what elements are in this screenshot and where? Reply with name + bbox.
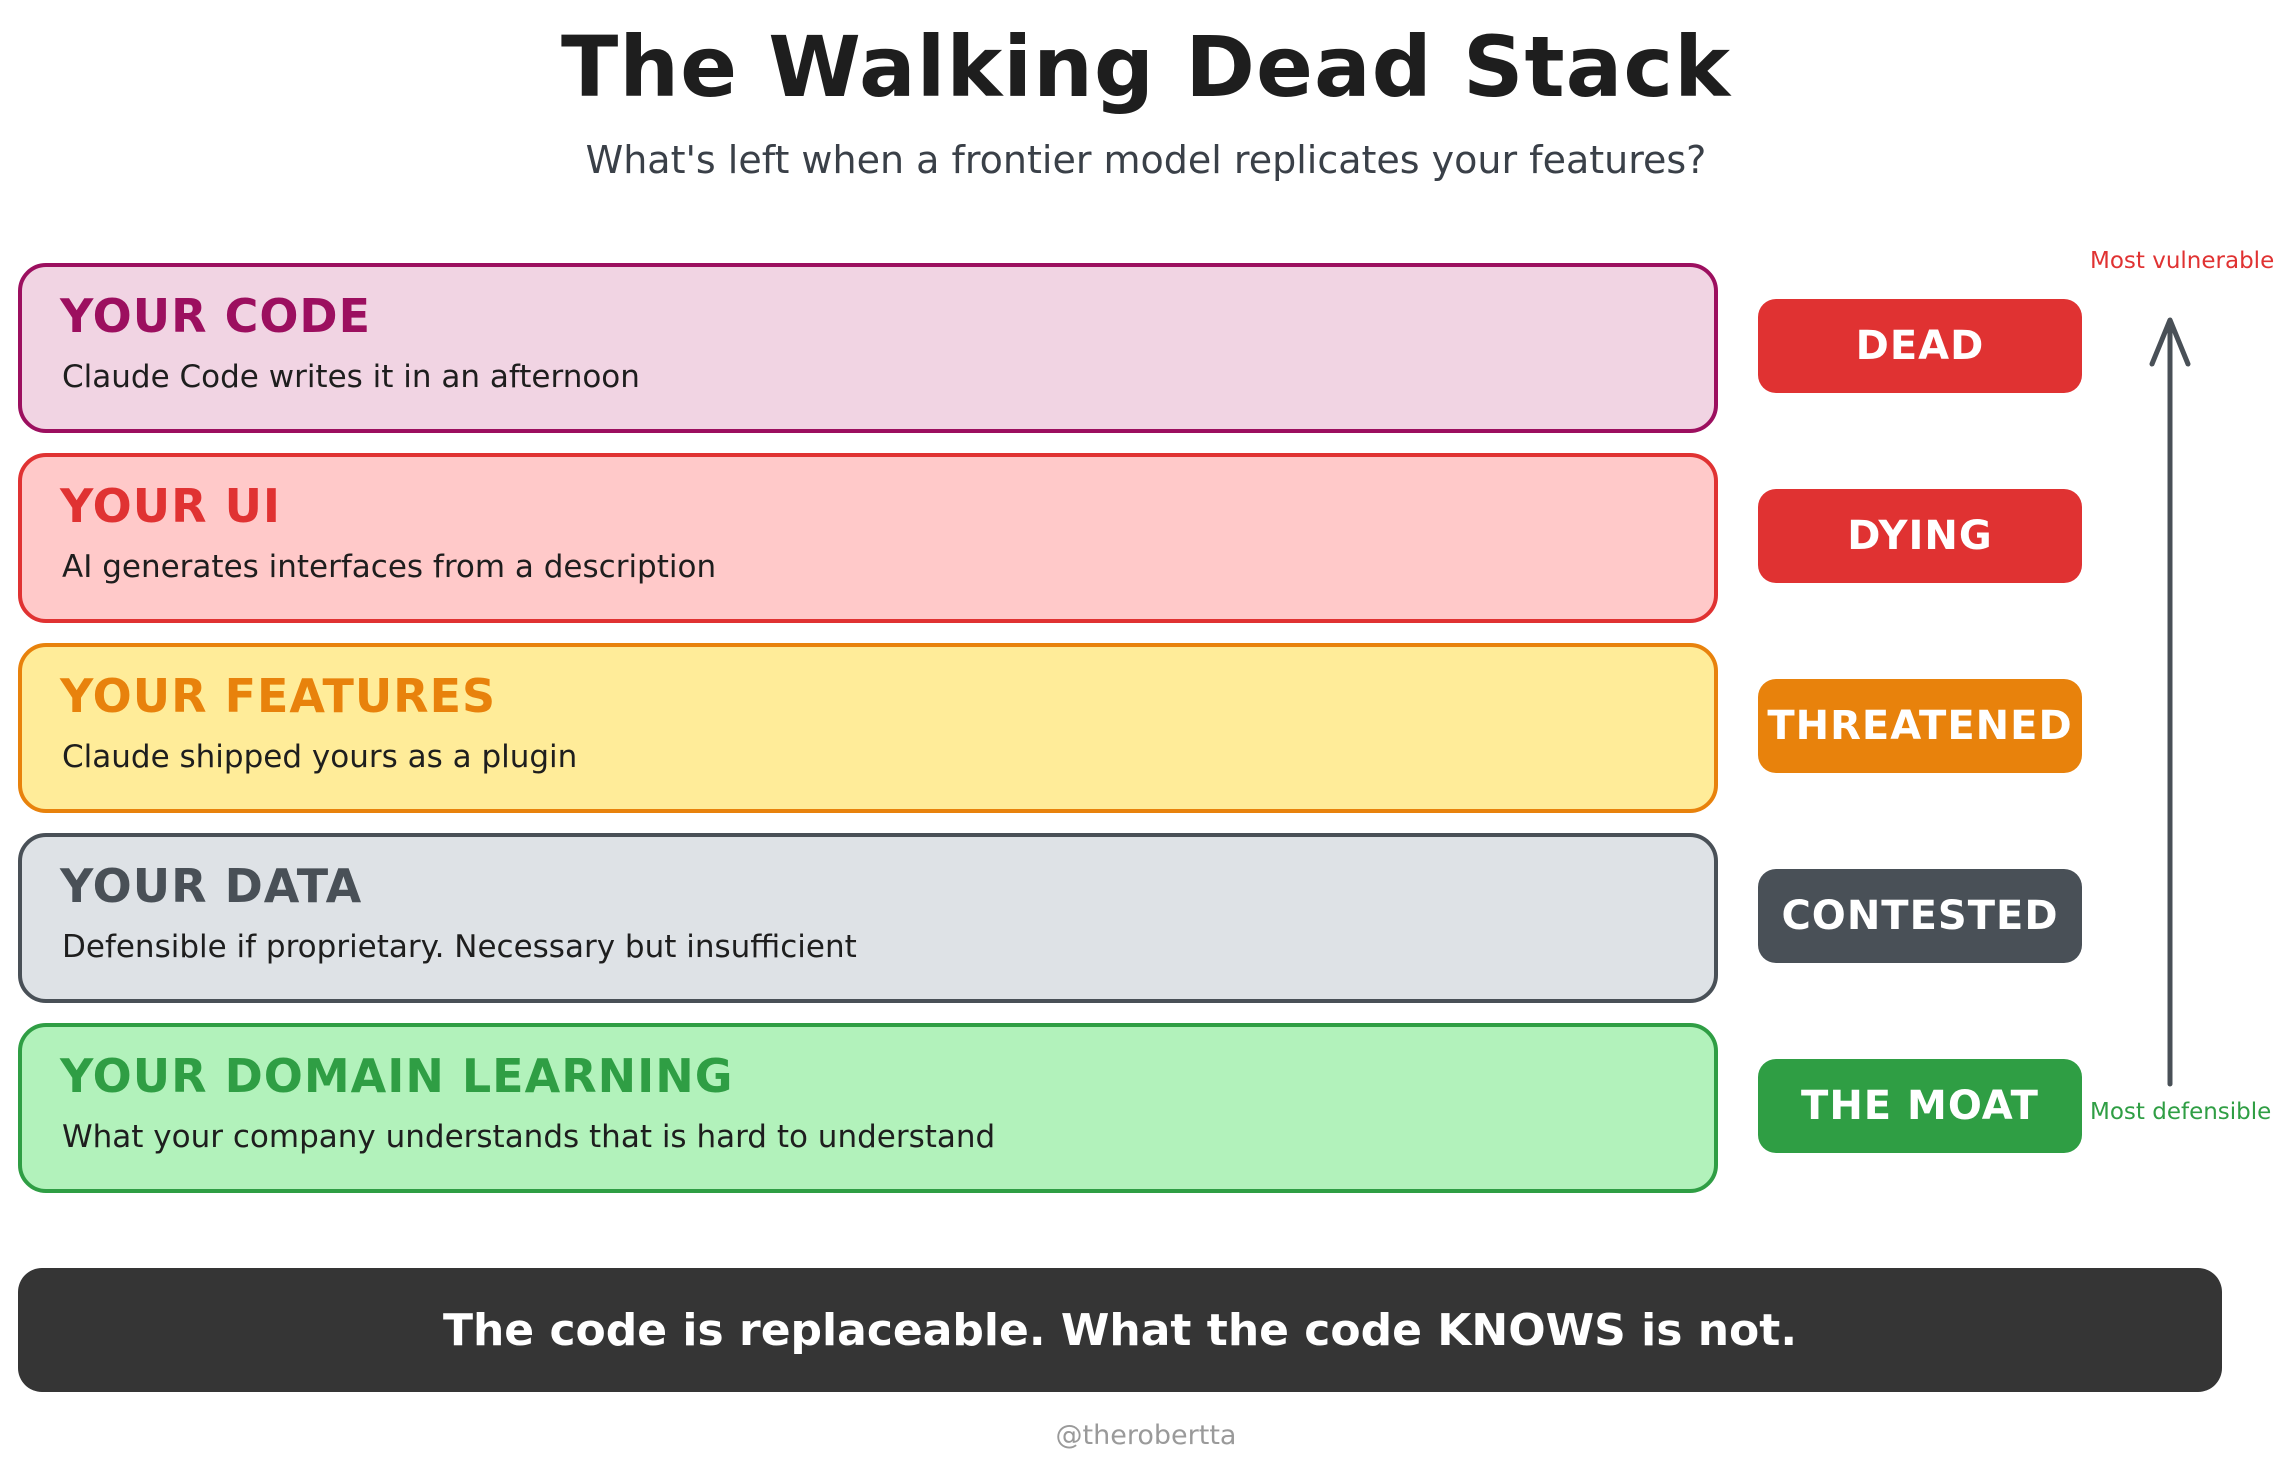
layer-title: YOUR FEATURES xyxy=(60,669,497,723)
vulnerability-arrow-icon xyxy=(2149,317,2191,1087)
key-message-banner: The code is replaceable. What the code K… xyxy=(18,1268,2222,1392)
page-title: The Walking Dead Stack xyxy=(560,18,1732,116)
layer-title: YOUR CODE xyxy=(60,289,372,343)
status-badge-dead: DEAD xyxy=(1758,299,2082,393)
layer-box-ui: YOUR UI AI generates interfaces from a d… xyxy=(18,453,1718,623)
layer-description: AI generates interfaces from a descripti… xyxy=(62,549,717,585)
layer-description: Claude Code writes it in an afternoon xyxy=(62,359,640,395)
layer-box-domain-learning: YOUR DOMAIN LEARNING What your company u… xyxy=(18,1023,1718,1193)
layer-title: YOUR UI xyxy=(60,479,282,533)
axis-label-bottom: Most defensible xyxy=(2090,1099,2272,1125)
author-credit: @therobertta xyxy=(1055,1420,1237,1451)
layer-box-code: YOUR CODE Claude Code writes it in an af… xyxy=(18,263,1718,433)
layer-title: YOUR DOMAIN LEARNING xyxy=(60,1049,734,1103)
layer-description: Defensible if proprietary. Necessary but… xyxy=(62,929,857,965)
status-badge-contested: CONTESTED xyxy=(1758,869,2082,963)
status-badge-threatened: THREATENED xyxy=(1758,679,2082,773)
layer-description: What your company understands that is ha… xyxy=(62,1119,996,1155)
page-subtitle: What's left when a frontier model replic… xyxy=(585,138,1707,182)
layer-description: Claude shipped yours as a plugin xyxy=(62,739,578,775)
layer-box-features: YOUR FEATURES Claude shipped yours as a … xyxy=(18,643,1718,813)
status-badge-moat: THE MOAT xyxy=(1758,1059,2082,1153)
layer-title: YOUR DATA xyxy=(60,859,363,913)
layer-box-data: YOUR DATA Defensible if proprietary. Nec… xyxy=(18,833,1718,1003)
axis-label-top: Most vulnerable xyxy=(2090,248,2275,274)
status-badge-dying: DYING xyxy=(1758,489,2082,583)
